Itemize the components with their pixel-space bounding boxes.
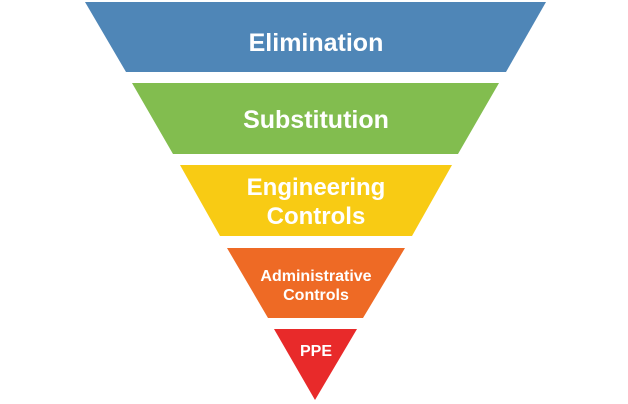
level-elimination-label: Elimination [249,29,384,57]
level-elimination-band [85,2,546,72]
level-engineering-controls-label-line-2: Controls [267,203,366,230]
level-ppe-label: PPE [300,343,332,360]
level-administrative-controls-band [227,248,405,318]
level-ppe-band [274,329,357,400]
level-engineering-controls-label-line-1: Engineering [247,174,386,201]
level-substitution: Substitution [132,83,499,154]
level-administrative-controls: Administrative Controls [227,248,405,318]
level-engineering-controls: Engineering Controls [180,165,452,236]
level-substitution-label: Substitution [243,106,389,134]
level-substitution-band [132,83,499,154]
level-elimination: Elimination [85,2,546,72]
level-administrative-controls-label-line-1: Administrative [260,268,371,285]
level-administrative-controls-label-line-2: Controls [283,287,349,304]
level-engineering-controls-band [180,165,452,236]
level-ppe: PPE [274,329,357,400]
